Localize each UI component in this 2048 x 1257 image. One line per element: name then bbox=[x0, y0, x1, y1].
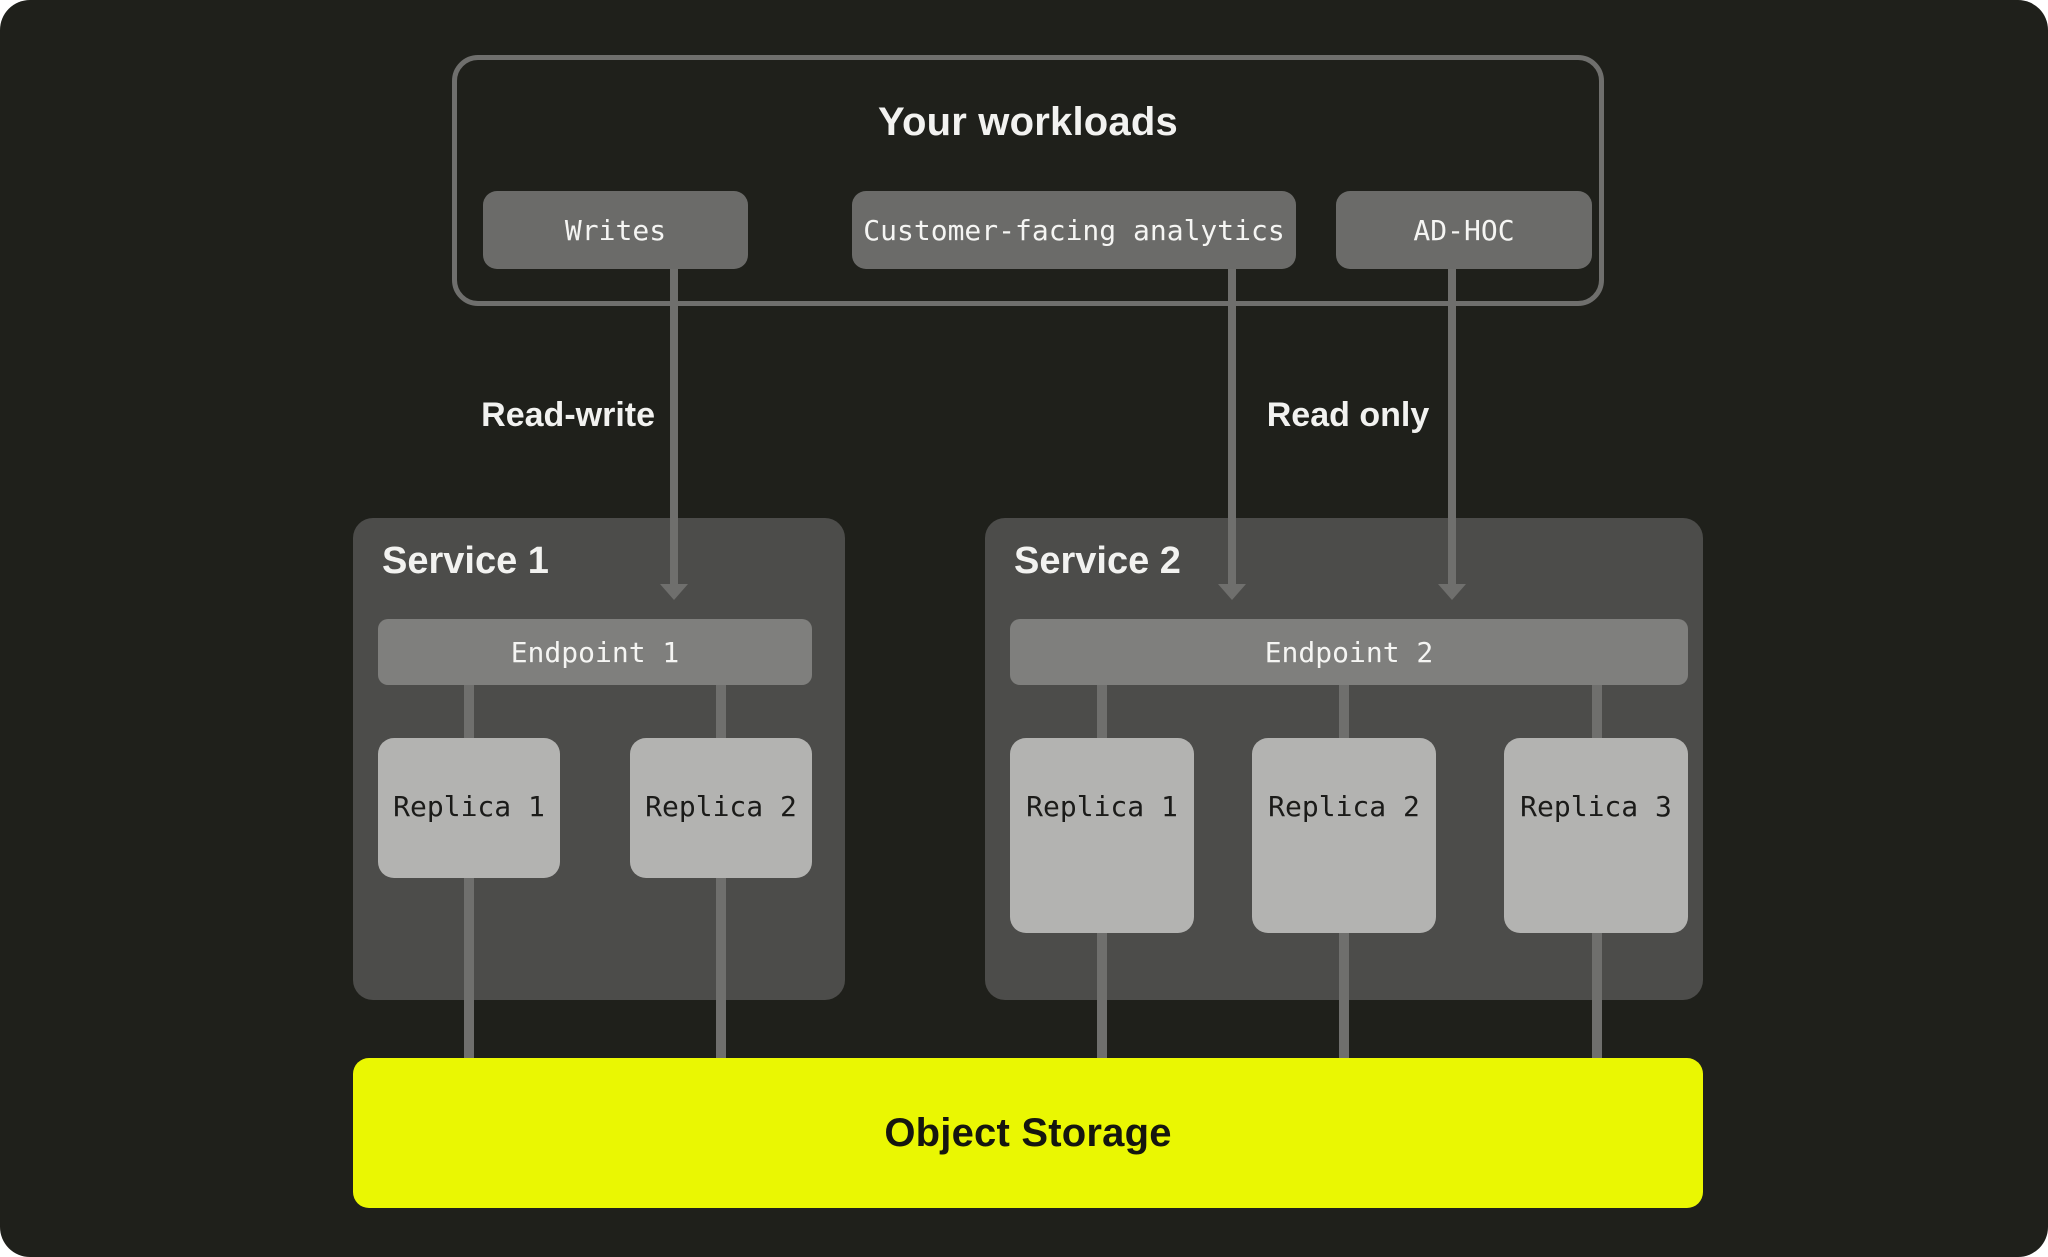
endpoint-2-bar: Endpoint 2 bbox=[1010, 619, 1688, 685]
workloads-title: Your workloads bbox=[878, 100, 1178, 144]
workload-node-writes: Writes bbox=[483, 191, 748, 269]
service-1-replica-2: Replica 2 bbox=[630, 738, 812, 878]
service-1-title: Service 1 bbox=[382, 540, 549, 582]
workloads-group: Your workloads bbox=[452, 55, 1604, 306]
arrow-writes-to-endpoint-1 bbox=[670, 269, 678, 585]
service-1-replica-1: Replica 1 bbox=[378, 738, 560, 878]
service-2-title: Service 2 bbox=[1014, 540, 1181, 582]
arrow-analytics-to-endpoint-2 bbox=[1228, 269, 1236, 585]
service-2-replica-2: Replica 2 bbox=[1252, 738, 1436, 933]
workload-node-ad-hoc: AD-HOC bbox=[1336, 191, 1592, 269]
arrow-adhoc-to-endpoint-2 bbox=[1448, 269, 1456, 585]
object-storage-bar: Object Storage bbox=[353, 1058, 1703, 1208]
service-2-replica-3: Replica 3 bbox=[1504, 738, 1688, 933]
edge-label-read-write: Read-write bbox=[481, 396, 655, 434]
service-2-replica-1: Replica 1 bbox=[1010, 738, 1194, 933]
edge-label-read-only: Read only bbox=[1266, 396, 1430, 434]
workload-node-customer-facing-analytics: Customer-facing analytics bbox=[852, 191, 1296, 269]
endpoint-1-bar: Endpoint 1 bbox=[378, 619, 812, 685]
